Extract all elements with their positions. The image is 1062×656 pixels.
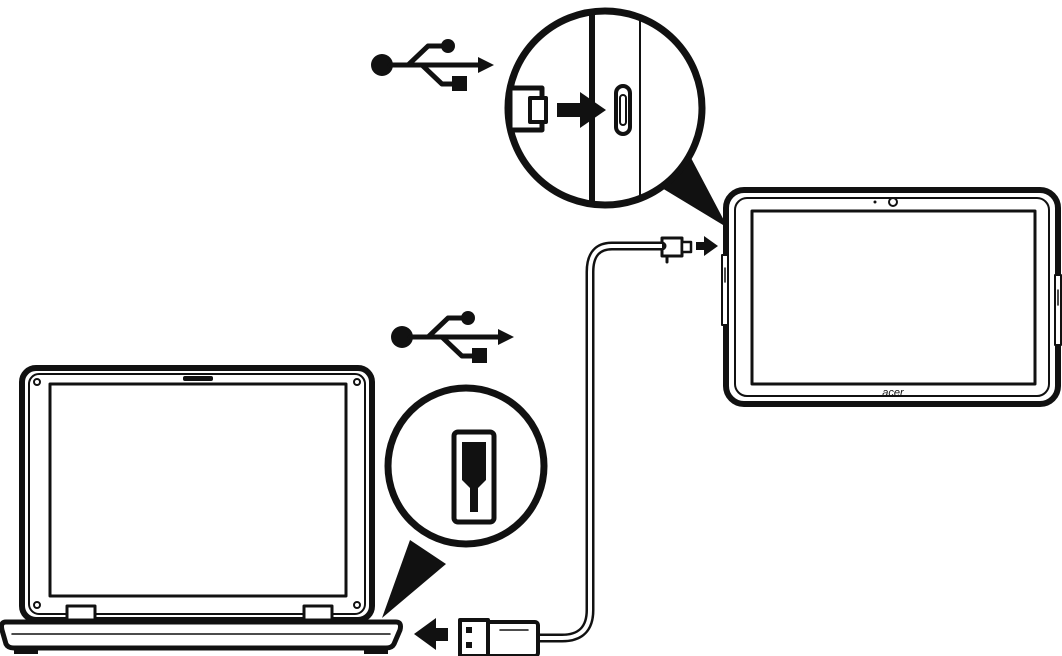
usb-icon [391, 311, 514, 363]
arrow-right-icon [696, 236, 718, 256]
laptop-hinges [65, 604, 334, 622]
arrow-left-icon [414, 618, 448, 650]
camera-icon [873, 197, 898, 207]
usb-cable [533, 241, 667, 643]
tablet-brand-logo: acer [882, 387, 905, 399]
side-buttons-left [721, 254, 729, 326]
micro-usb-plug [507, 85, 548, 133]
usb-a-port [451, 429, 497, 525]
laptop [0, 365, 403, 654]
laptop-base [0, 619, 403, 651]
laptop-port-magnifier [382, 384, 548, 618]
micro-usb-connector [660, 236, 693, 264]
side-buttons-right [1054, 274, 1062, 346]
usb-a-plug [458, 618, 540, 656]
tablet-port-magnifier [504, 7, 728, 228]
arrow-right-icon [557, 92, 606, 128]
usb-icon [371, 39, 494, 91]
tablet: acer [721, 187, 1062, 407]
